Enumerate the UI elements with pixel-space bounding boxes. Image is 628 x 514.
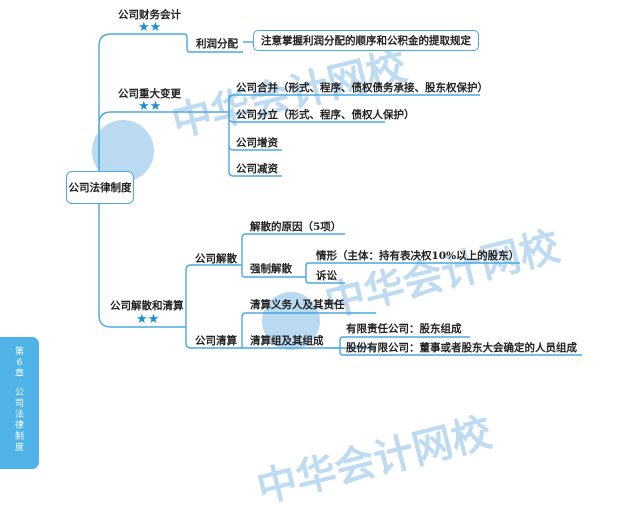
node-merger: 公司合并（形式、程序、债权债务承接、股东权保护） [236,82,488,94]
connector-lines [98,33,582,356]
chapter-title-char: 司 [14,399,24,409]
node-circumstances: 情形（主体：持有表决权10%以上的股东） [316,250,520,262]
chapter-title-char: 法 [14,410,24,420]
node-liquidation: 公司清算 [195,335,237,347]
note-text: 注意掌握利润分配的顺序和公积金的提取规定 [261,35,471,47]
node-dissolution-causes: 解散的原因（5项） [250,221,342,233]
chapter-number: 6 [16,358,23,368]
branch-label-finance: 公司财务会计 [118,9,181,21]
star-rating-icon: ★★ [138,99,162,114]
chapter-title-char: 律 [14,421,24,431]
note-box: 注意掌握利润分配的顺序和公积金的提取规定 [253,30,479,51]
node-profit-distribution: 利润分配 [196,38,238,50]
node-capital-decrease: 公司减资 [236,163,278,175]
node-litigation: 诉讼 [316,270,337,282]
chapter-title-char: 公 [14,388,24,398]
watermark-logo-icon [262,292,320,350]
root-node: 公司法律制度 [66,171,134,204]
node-llc-composition: 有限责任公司：股东组成 [346,323,462,335]
branch-label-major-change: 公司重大变更 [118,88,181,100]
chapter-title-char: 制 [14,432,24,442]
node-division: 公司分立（形式、程序、债权人保护） [236,109,415,121]
node-dissolution: 公司解散 [195,253,237,265]
node-forced-dissolution: 强制解散 [250,263,292,275]
chapter-prefix: 第 [14,347,24,357]
branch-label-dissolution: 公司解散和清算 [110,300,184,312]
chapter-title-char: 度 [14,443,24,453]
star-rating-icon: ★★ [138,20,162,35]
node-joint-stock-composition: 股份有限公司：董事或者股东大会确定的人员组成 [346,342,577,354]
mind-map: 中华会计网校 中华会计网校 中华会计网校 [66,9,582,512]
node-liquidation-obligor: 清算义务人及其责任 [250,299,345,311]
chapter-tab: 第 6 章 公 司 法 律 制 度 [0,337,39,469]
root-label: 公司法律制度 [68,182,132,194]
node-liquidation-group: 清算组及其组成 [250,335,324,347]
chapter-suffix: 章 [14,369,24,379]
node-capital-increase: 公司增资 [236,137,278,149]
star-rating-icon: ★★ [136,312,160,327]
